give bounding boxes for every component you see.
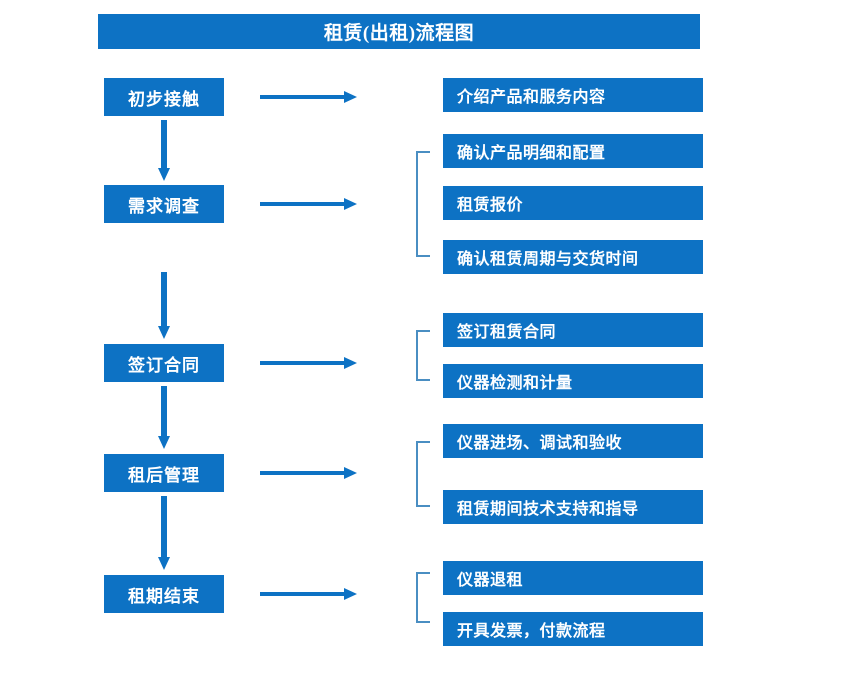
- detail-box-instrument-return[interactable]: 仪器退租: [443, 561, 703, 595]
- group-bracket-icon-needs-survey: [416, 151, 430, 257]
- detail-box-confirm-period-delivery[interactable]: 确认租赁周期与交货时间: [443, 240, 703, 274]
- down-arrow-icon-2: [157, 272, 171, 340]
- stage-box-needs-survey[interactable]: 需求调查: [104, 185, 224, 223]
- right-arrow-icon-5: [260, 587, 358, 601]
- group-bracket-icon-sign-contract: [416, 330, 430, 381]
- right-arrow-icon-4: [260, 466, 358, 480]
- flowchart-title: 租赁(出租)流程图: [98, 14, 700, 49]
- down-arrow-icon-3: [157, 386, 171, 450]
- detail-box-sign-rental-contract[interactable]: 签订租赁合同: [443, 313, 703, 347]
- group-bracket-icon-rental-end: [416, 572, 430, 623]
- detail-box-instrument-inspection[interactable]: 仪器检测和计量: [443, 364, 703, 398]
- detail-box-invoice-payment[interactable]: 开具发票，付款流程: [443, 612, 703, 646]
- detail-box-technical-support[interactable]: 租赁期间技术支持和指导: [443, 490, 703, 524]
- stage-box-post-rental-management[interactable]: 租后管理: [104, 454, 224, 492]
- stage-box-rental-end[interactable]: 租期结束: [104, 575, 224, 613]
- right-arrow-icon-2: [260, 197, 358, 211]
- down-arrow-icon-4: [157, 496, 171, 571]
- detail-box-instrument-onsite-commissioning[interactable]: 仪器进场、调试和验收: [443, 424, 703, 458]
- detail-box-confirm-product-specs[interactable]: 确认产品明细和配置: [443, 134, 703, 168]
- down-arrow-icon-1: [157, 120, 171, 182]
- detail-box-introduce-products[interactable]: 介绍产品和服务内容: [443, 78, 703, 112]
- right-arrow-icon-3: [260, 356, 358, 370]
- stage-box-sign-contract[interactable]: 签订合同: [104, 344, 224, 382]
- detail-box-rental-quote[interactable]: 租赁报价: [443, 186, 703, 220]
- stage-box-initial-contact[interactable]: 初步接触: [104, 78, 224, 116]
- right-arrow-icon-1: [260, 90, 358, 104]
- group-bracket-icon-post-rental: [416, 441, 430, 507]
